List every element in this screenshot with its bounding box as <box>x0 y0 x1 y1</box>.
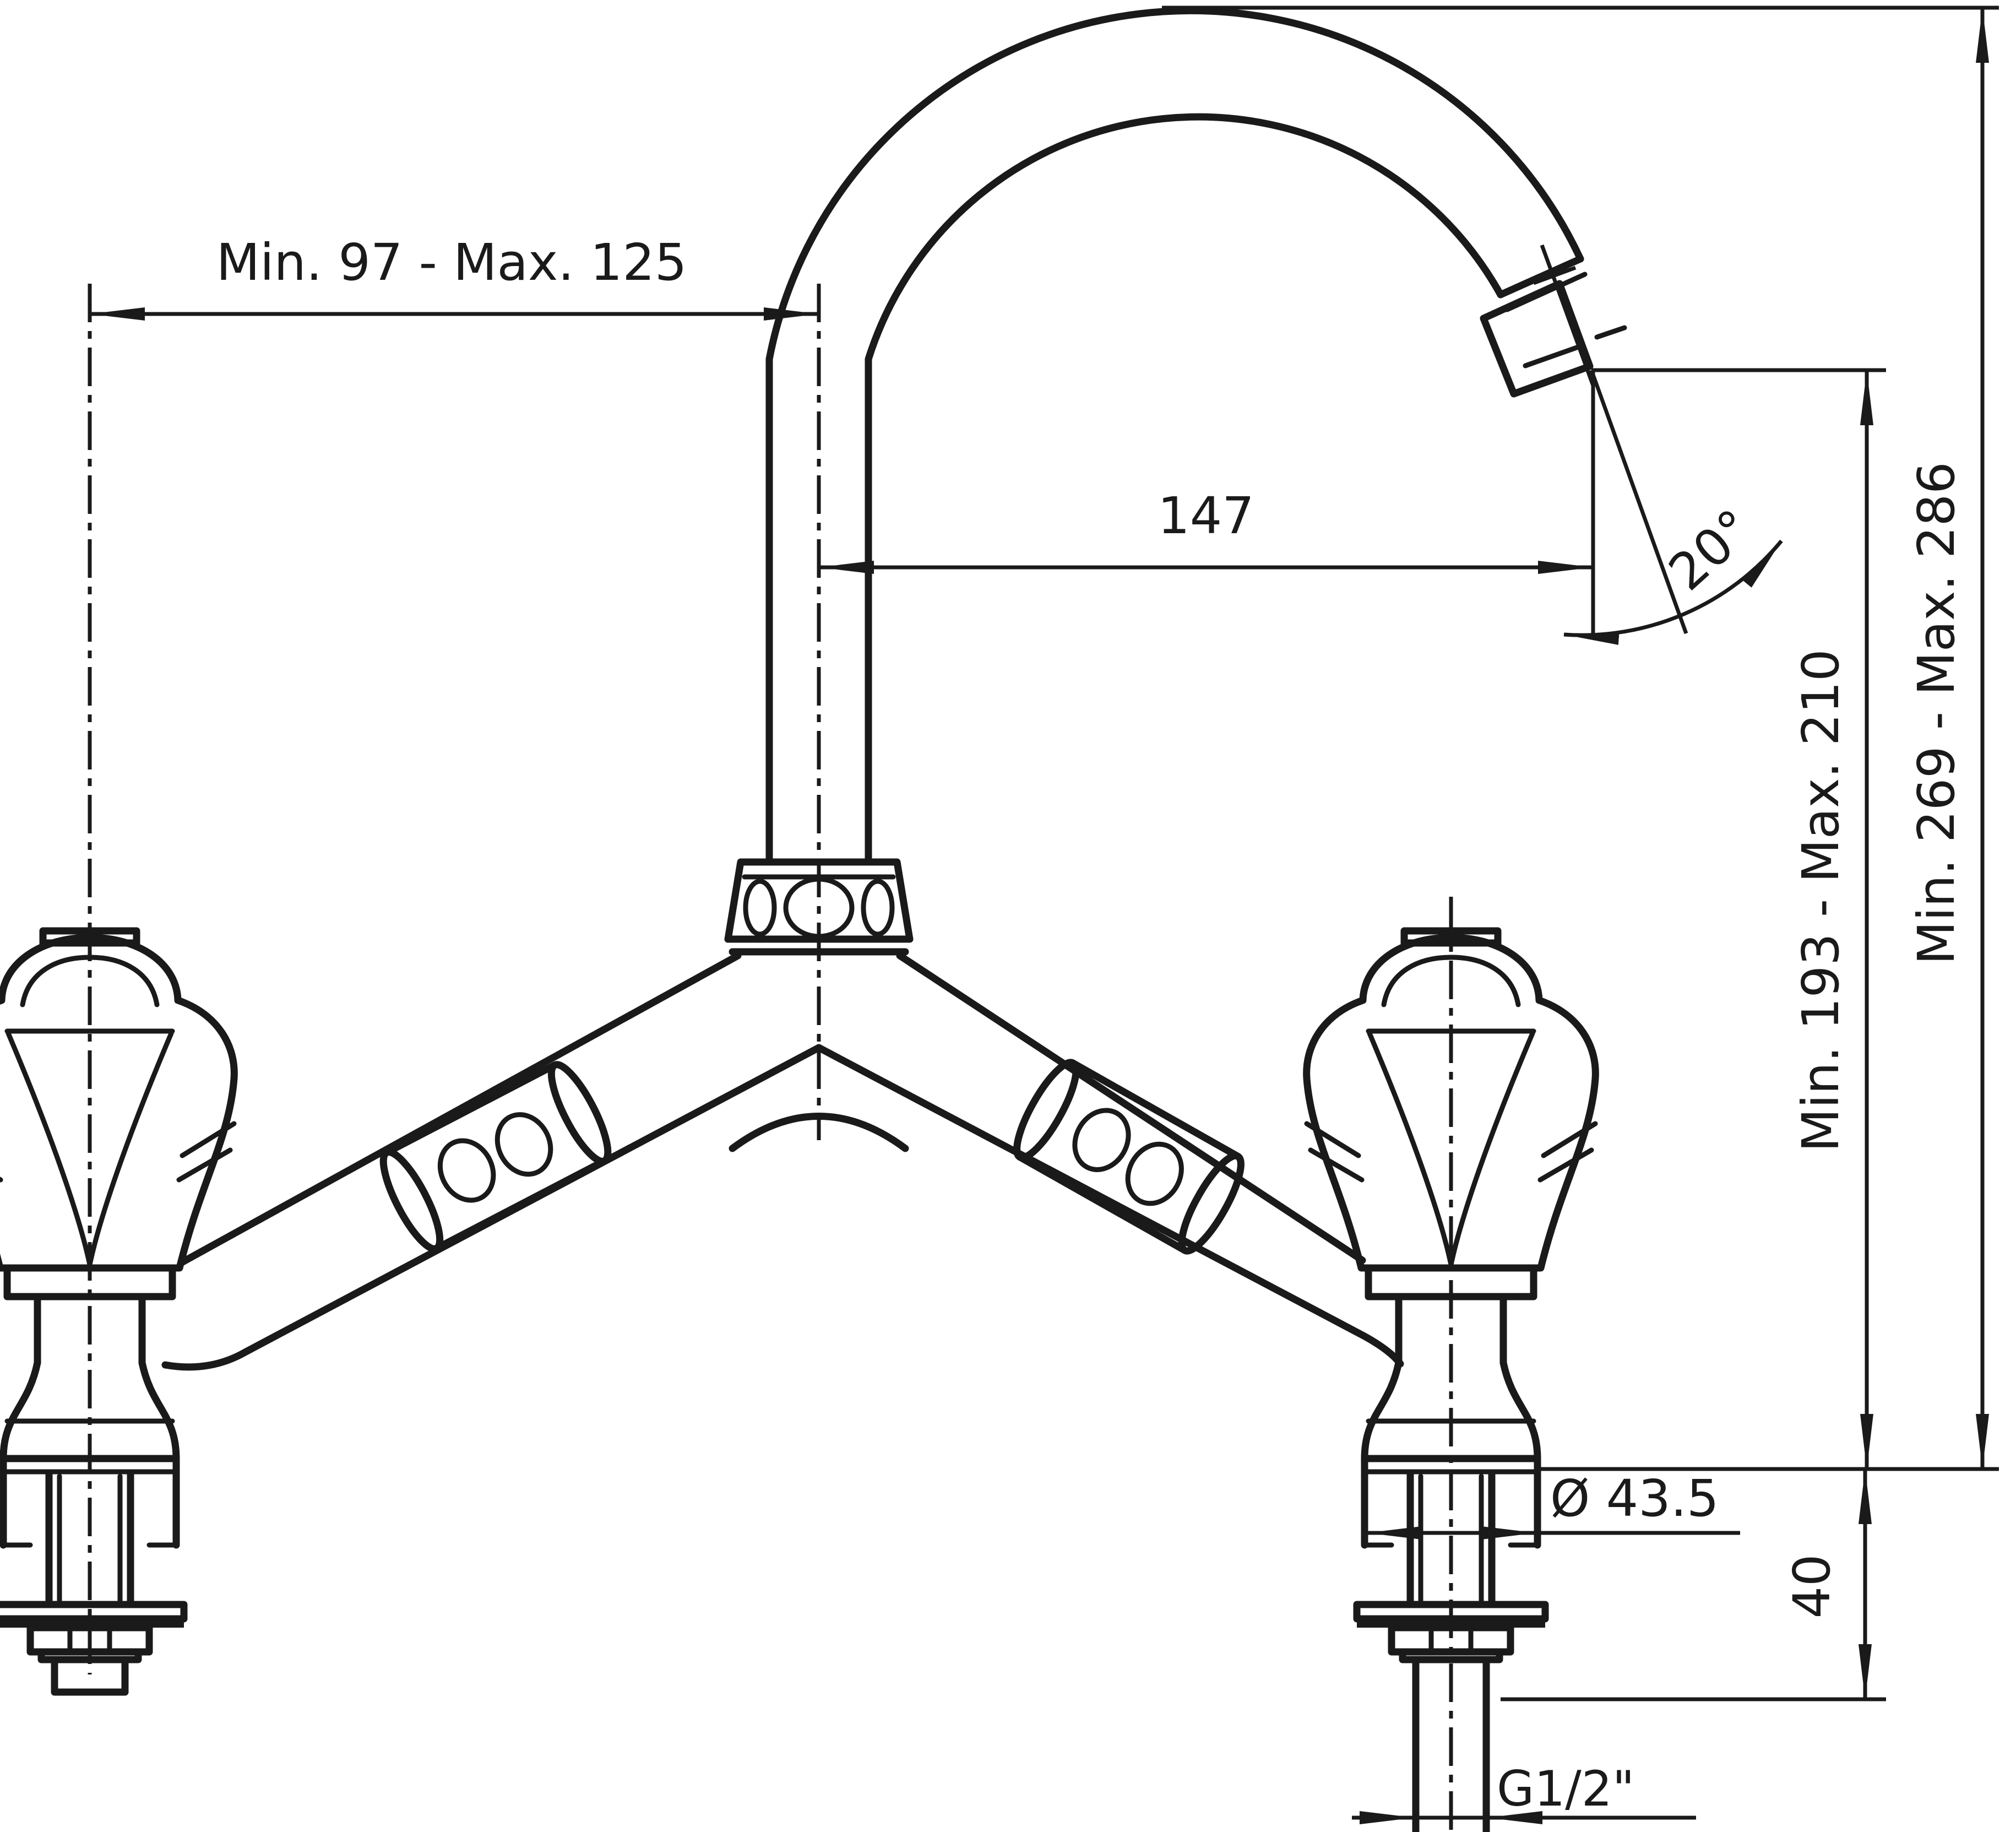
dim-label-base-diameter: Ø 43.5 <box>1550 1469 1719 1528</box>
dim-label-thread: G1/2" <box>1497 1760 1634 1817</box>
dim-label-height-total: Min. 269 - Max. 286 <box>1907 462 1966 964</box>
spout-nozzle <box>1480 244 1627 398</box>
faucet-body <box>0 7 1627 1832</box>
dim-label-height-outlet: Min. 193 - Max. 210 <box>1791 649 1850 1152</box>
spout-outline <box>765 7 1584 866</box>
angle-arc <box>1563 539 1783 645</box>
dim-label-top-width: Min. 97 - Max. 125 <box>216 233 687 292</box>
left-tail-stub <box>51 1656 129 1696</box>
dim-label-reach: 147 <box>1158 486 1254 545</box>
dimension-annotations: Min. 97 - Max. 125 147 20° Min. 193 - Ma… <box>90 6 1999 1824</box>
right-tail-pipe <box>1412 1656 1490 1832</box>
nozzle-centerline <box>1540 244 1595 387</box>
dim-label-under-depth: 40 <box>1783 1554 1841 1618</box>
